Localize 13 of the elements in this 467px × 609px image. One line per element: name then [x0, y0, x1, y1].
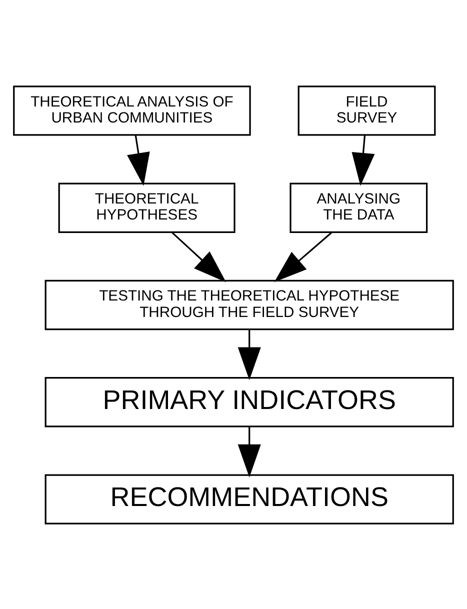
node-box: ANALYSING THE DATA: [290, 182, 428, 232]
node-box: PRIMARY INDICATORS: [44, 376, 454, 427]
node-box: FIELD SURVEY: [298, 85, 436, 136]
node-box: THEORETICAL HYPOTHESES: [58, 182, 236, 232]
arrow: [238, 426, 261, 477]
node-box: THEORETICAL ANALYSIS OF URBAN COMMUNITIES: [13, 85, 251, 136]
arrow: [274, 231, 332, 282]
node-box: RECOMMENDATIONS: [44, 474, 454, 524]
arrow: [172, 231, 226, 282]
arrow: [238, 329, 261, 380]
arrow: [127, 134, 150, 186]
arrow: [352, 134, 375, 186]
node-box: TESTING THE THEORETICAL HYPOTHESE THROUGH THE FIELD SURVEY: [44, 279, 454, 330]
